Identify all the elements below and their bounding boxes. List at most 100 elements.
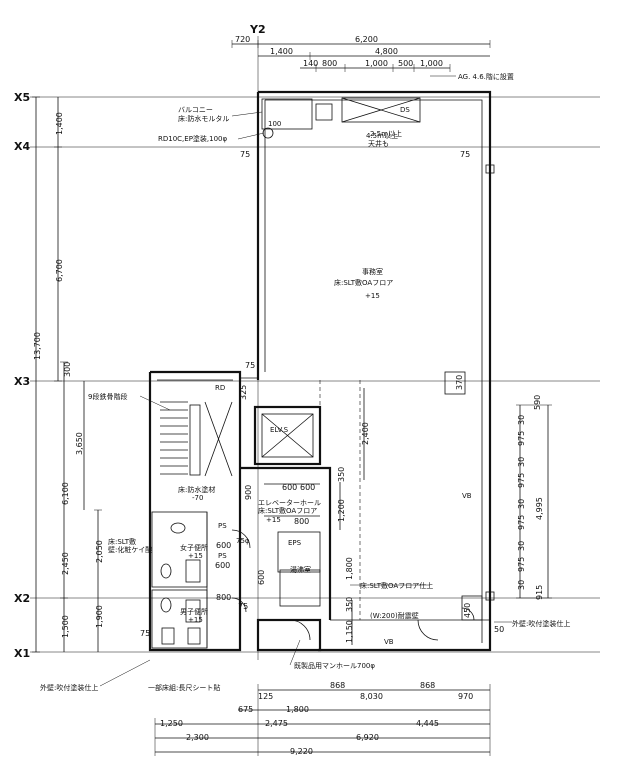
dim-inner-75e: 75 [460, 150, 470, 159]
room-vb-bottom: VB [384, 638, 394, 646]
dim-inner-800: 800 [294, 517, 309, 526]
dim-right-30b: 30 [517, 457, 526, 467]
dim-bottom-868b: 868 [420, 681, 435, 690]
note-balcony-spec: 床:防水モルタル [178, 114, 229, 123]
note-stair-mat: 床:防水塗材 [178, 485, 215, 494]
room-rd: RD [215, 384, 225, 392]
note-ds2: 天井も [368, 139, 389, 148]
note-floor-bottom: 一部床組:長尺シート貼 [148, 683, 220, 692]
grid-label-x4: X4 [14, 140, 30, 153]
bottom-dimensions [154, 684, 491, 756]
room-vb-right: VB [462, 492, 472, 500]
dim-bottom-675: 675 [238, 705, 253, 714]
dim-right-590: 590 [533, 395, 542, 410]
dim-inner-600a: 600 [282, 483, 297, 492]
dim-inner-350b: 350 [345, 597, 354, 612]
grid-label-x5: X5 [14, 91, 30, 104]
dim-left-1900: 1,900 [95, 605, 104, 628]
room-stair-level: -70 [192, 494, 203, 502]
dim-left-2050: 2,050 [95, 540, 104, 563]
dim-bottom-868a: 868 [330, 681, 345, 690]
dim-bottom-6920: 6,920 [356, 733, 379, 742]
dim-inner-75b: 75 [245, 361, 255, 370]
top-dimensions [231, 40, 491, 72]
grid-lines [30, 36, 600, 660]
dim-bottom-970: 970 [458, 692, 473, 701]
dim-bottom-4445: 4,445 [416, 719, 439, 728]
note-ag: AG. 4.6.階に設置 [458, 72, 514, 81]
dim-inner-350a: 350 [337, 467, 346, 482]
dim-right-4995: 4,995 [535, 497, 544, 520]
dim-right-975c: 975 [517, 515, 526, 530]
note-rf: 2.5m以上 [370, 129, 402, 138]
inner-dimensions [264, 388, 365, 645]
dim-inner-1150: 1,150 [345, 620, 354, 643]
grid-label-y2: Y2 [249, 23, 266, 36]
note-rd: RD10C,EP塗装,100φ [158, 134, 228, 143]
left-dimensions [32, 96, 102, 653]
room-ds: DS [400, 106, 410, 114]
room-womens-level: +15 [188, 552, 203, 560]
dim-top-1000b: 1,000 [420, 59, 443, 68]
dim-bottom-1800: 1,800 [286, 705, 309, 714]
dim-left-6100: 6,100 [61, 482, 70, 505]
dim-top-800: 800 [322, 59, 337, 68]
dim-inner-900: 900 [244, 485, 253, 500]
dim-left-2450: 2,450 [61, 552, 70, 575]
room-elv: ELV.S [270, 426, 289, 434]
dim-right-450: 450 [463, 603, 472, 618]
dim-top-6200: 6,200 [355, 35, 378, 44]
note-stair: 9段鉄骨階段 [88, 392, 127, 401]
dim-bottom-125: 125 [258, 692, 273, 701]
grid-label-x3: X3 [14, 375, 30, 388]
dim-left-3650: 3,650 [75, 432, 84, 455]
dim-inner-600c: 600 [215, 561, 230, 570]
grid-label-x1: X1 [14, 647, 30, 660]
dim-right-30a: 30 [517, 415, 526, 425]
note-wall-right: 外壁:吹付塗装仕上 [512, 619, 570, 628]
dim-top-1400: 1,400 [270, 47, 293, 56]
dim-left-1500: 1,500 [61, 615, 70, 638]
room-hall-level: +15 [266, 516, 281, 524]
dim-inner-325: 325 [239, 385, 248, 400]
room-mens: 男子便所 [180, 607, 208, 616]
dim-right-975a: 975 [517, 431, 526, 446]
dim-inner-370: 370 [455, 375, 464, 390]
dim-inner-600d: 600 [257, 570, 266, 585]
dim-inner-1200: 1,200 [337, 499, 346, 522]
room-hall: エレベーターホール [258, 498, 321, 507]
note-balcony: バルコニー [178, 106, 213, 114]
dim-bottom-1250: 1,250 [160, 719, 183, 728]
room-ps-small: PS [218, 552, 227, 560]
dim-inner-1800: 1,800 [345, 557, 354, 580]
dim-right-975d: 975 [517, 557, 526, 572]
dim-right-30e: 30 [517, 580, 526, 590]
dim-inner-75d: 75 [238, 602, 248, 611]
room-d100: 100 [268, 120, 281, 128]
room-womens: 女子便所 [180, 543, 208, 552]
dim-bottom-9220: 9,220 [290, 747, 313, 756]
dim-inner-75c: 75 [140, 629, 150, 638]
dim-inner-600e: 600 [216, 541, 231, 550]
dim-left-1400: 1,400 [55, 112, 64, 135]
dim-inner-2400: 2,400 [361, 422, 370, 445]
dim-right-30d: 30 [517, 541, 526, 551]
room-d75: 75φ [236, 537, 250, 545]
building-walls [148, 90, 495, 652]
dim-top-1000a: 1,000 [365, 59, 388, 68]
note-wall-left: 外壁:吹付塗装仕上 [40, 683, 98, 692]
dim-bottom-2475: 2,475 [265, 719, 288, 728]
dim-right-915: 915 [535, 585, 544, 600]
dim-inner-600b: 600 [300, 483, 315, 492]
dim-top-140: 140 [303, 59, 318, 68]
room-eps: EPS [288, 539, 302, 547]
dim-left-300: 300 [63, 362, 72, 377]
dim-top-500: 500 [398, 59, 413, 68]
dim-bottom-8030: 8,030 [360, 692, 383, 701]
room-office-spec: 床:SLT敷OAフロア [334, 278, 393, 287]
stair-treads [160, 401, 233, 477]
dim-left-13700: 13,700 [33, 332, 42, 360]
room-office-level: +15 [365, 292, 380, 300]
room-ps: PS [218, 522, 227, 530]
